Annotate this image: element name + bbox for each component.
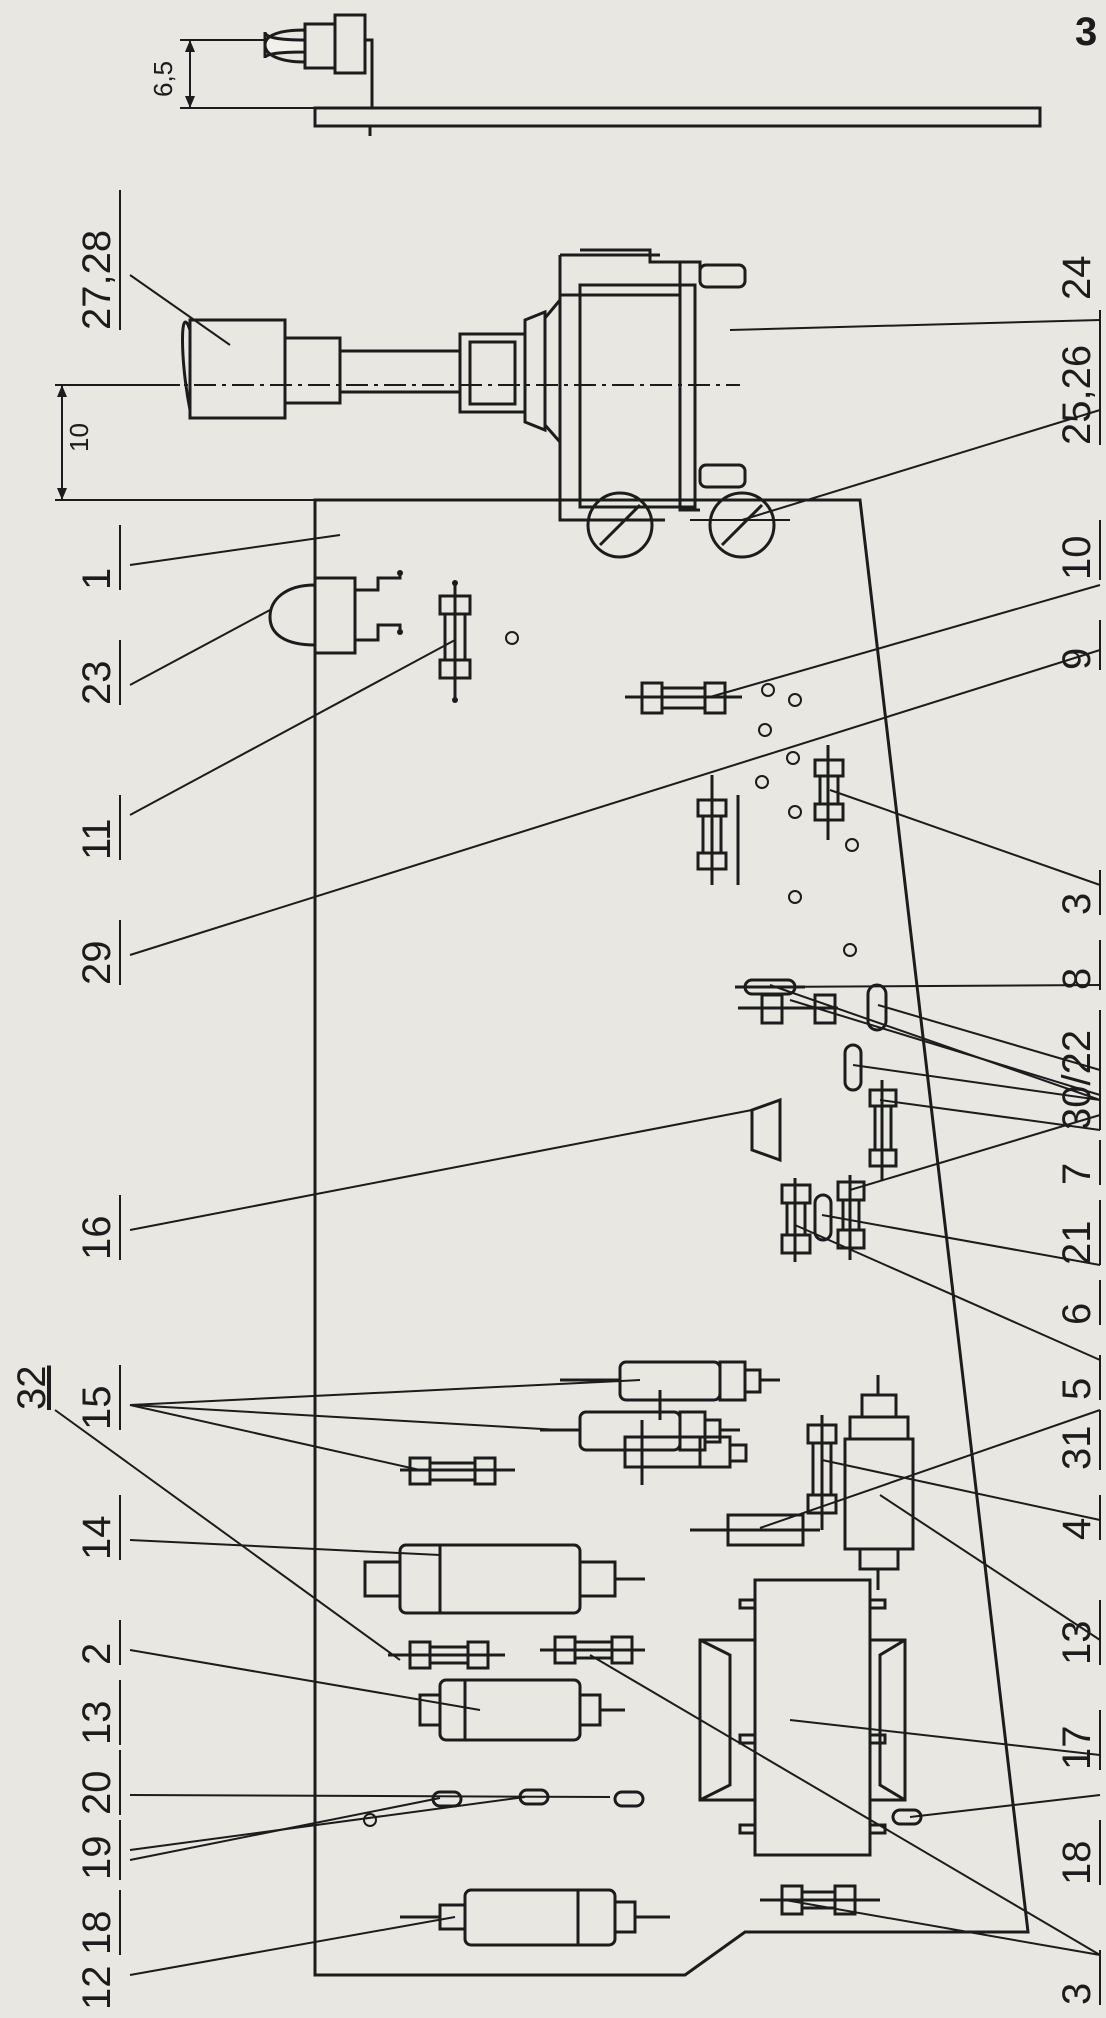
- mounting-screw-2: [690, 491, 790, 559]
- toggle-terminal-2: [678, 470, 700, 512]
- callout-30-22: 30/22: [1055, 1030, 1099, 1130]
- resistor-3-upper: [813, 745, 845, 840]
- capacitor-13-right: [843, 1375, 915, 1590]
- side-view-lamp: [263, 13, 374, 108]
- capacitor-14: [363, 1543, 645, 1615]
- resistor-5: [780, 1178, 812, 1262]
- callout-27-28: 27,28: [75, 230, 119, 330]
- hole-cluster: [755, 683, 859, 957]
- side-view-board: [313, 106, 1042, 128]
- callout-32: 32: [10, 1366, 54, 1411]
- pcb-outline: [313, 498, 1030, 1977]
- callout-24: 24: [1055, 256, 1099, 301]
- callout-11: 11: [75, 818, 119, 860]
- capacitor-12: [400, 1888, 670, 1947]
- callout-13-left: 13: [75, 1701, 119, 1746]
- capacitor-30: [843, 1043, 863, 1092]
- callout-19: 19: [75, 1836, 119, 1881]
- resistor-3-lower-a: [540, 1635, 645, 1665]
- dimension-label-6-5: 6,5: [148, 61, 178, 97]
- callout-23: 23: [75, 661, 119, 706]
- callout-15: 15: [75, 1386, 119, 1431]
- capacitor-13-left: [418, 1678, 625, 1742]
- callout-18-left: 18: [75, 1911, 119, 1956]
- callout-6: 6: [1055, 1303, 1099, 1325]
- callout-13-right: 13: [1055, 1621, 1099, 1666]
- callout-29: 29: [75, 941, 119, 986]
- callout-9: 9: [1055, 648, 1099, 670]
- callout-2: 2: [75, 1643, 119, 1665]
- page-number: 3: [1075, 10, 1097, 54]
- side-view: 6,5: [148, 13, 1042, 136]
- mounting-screw-1: [560, 491, 660, 559]
- toggle-collar: [283, 336, 342, 405]
- capacitor-18-right: [891, 1808, 923, 1826]
- capacitor-15-lower: [540, 1410, 740, 1452]
- transformer-17: [698, 1578, 907, 1857]
- callout-14: 14: [75, 1516, 119, 1561]
- lamp-23: [268, 570, 403, 655]
- hole: [363, 1813, 377, 1827]
- toggle-switch: 10: [55, 248, 790, 559]
- callout-10: 10: [1055, 536, 1099, 581]
- toggle-knob: [188, 318, 287, 420]
- resistor-10: [625, 681, 742, 715]
- toggle-bushing: [523, 309, 547, 433]
- callout-5: 5: [1055, 1378, 1099, 1400]
- toggle-lug-1: [698, 263, 747, 289]
- leader-lines: [54, 274, 1101, 1976]
- resistor-31: [690, 1513, 820, 1547]
- callout-8: 8: [1055, 968, 1099, 990]
- callout-4: 4: [1055, 1518, 1099, 1540]
- component-16: [750, 1097, 782, 1163]
- callout-25-26: 25,26: [1055, 345, 1099, 445]
- callout-31: 31: [1055, 1426, 1099, 1471]
- callout-20: 20: [75, 1771, 119, 1816]
- board-components: [268, 570, 923, 1947]
- resistor-15-small: [400, 1456, 515, 1486]
- dimension-label-10: 10: [64, 423, 94, 452]
- capacitor-6: [813, 1193, 833, 1242]
- callout-12: 12: [75, 1966, 119, 2011]
- component-15-right: [623, 1420, 748, 1485]
- callouts-left: 27,28 1 23 11 29 16 32 15 14 2 13 20 19 …: [10, 190, 121, 2011]
- toggle-lug-2: [698, 463, 747, 489]
- toggle-nut-inner: [468, 340, 517, 406]
- callout-7: 7: [1055, 1163, 1099, 1185]
- callout-3-upper: 3: [1055, 893, 1099, 915]
- toggle-body: [558, 293, 682, 502]
- callouts-right: 24 25,26 10 9 3 8 30/22 7 21 6 5 31 4 13…: [1055, 256, 1101, 2005]
- resistor-2: [388, 1640, 505, 1670]
- callout-18-right: 18: [1055, 1841, 1099, 1886]
- resistor-11: [438, 580, 472, 703]
- resistor-9: [696, 775, 740, 885]
- toggle-frame: [578, 283, 697, 509]
- toggle-bushing-flange: [543, 295, 562, 446]
- callout-21: 21: [1055, 1221, 1099, 1266]
- resistor-4: [806, 1415, 838, 1530]
- callout-17: 17: [1055, 1726, 1099, 1771]
- callout-3-lower: 3: [1055, 1983, 1099, 2005]
- resistor-7: [868, 1080, 898, 1180]
- capacitor-20: [613, 1790, 645, 1808]
- toggle-knob-tip: [181, 320, 192, 411]
- callout-16: 16: [75, 1216, 119, 1261]
- hole: [505, 631, 519, 645]
- callout-1: 1: [75, 568, 119, 590]
- resistor-3-lower-b: [760, 1884, 880, 1916]
- dimension-6-5: 6,5: [148, 39, 315, 109]
